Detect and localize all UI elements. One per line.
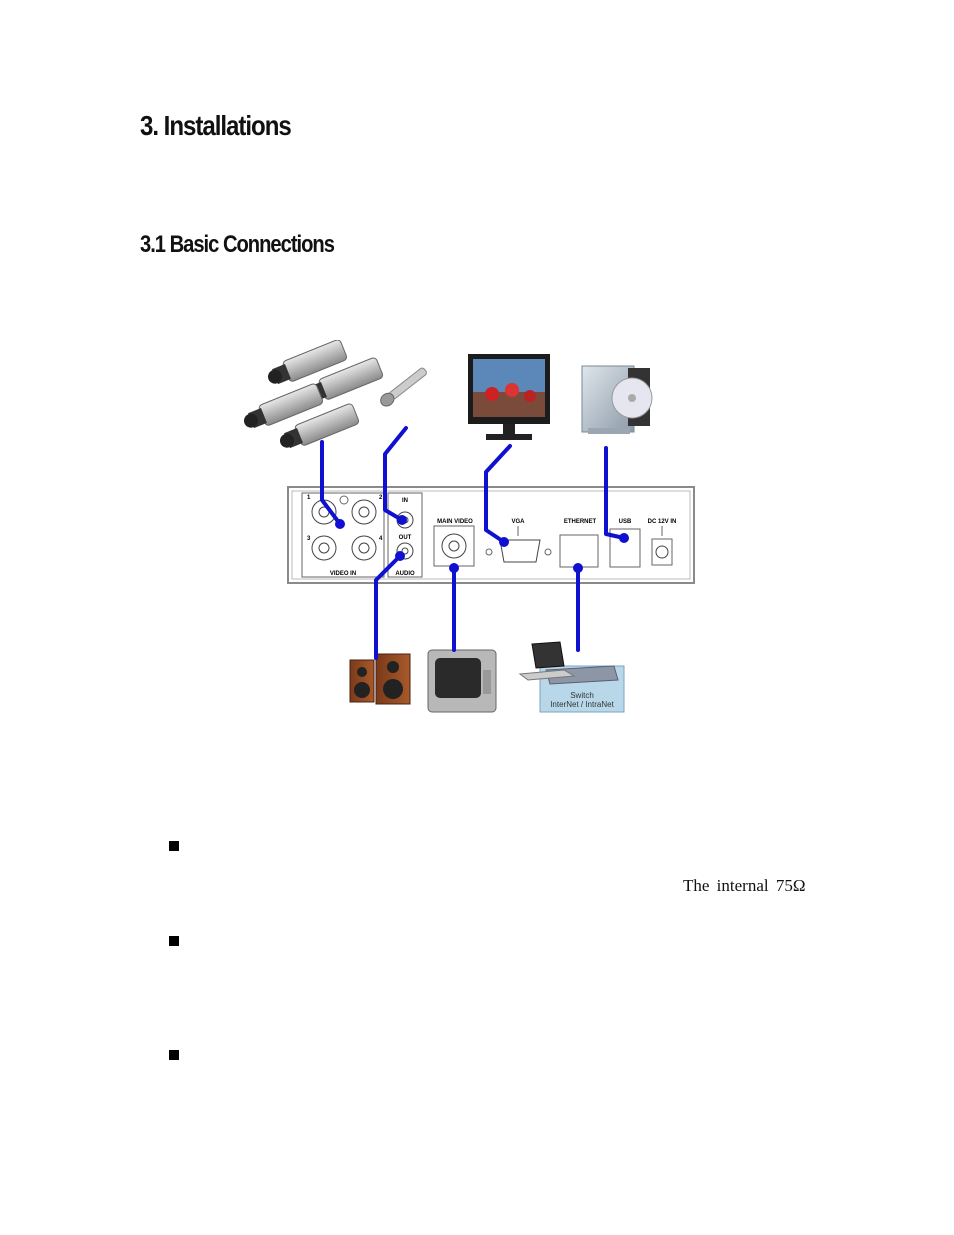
speakers-icon <box>349 653 411 705</box>
dc-in-label: DC 12V IN <box>648 519 677 525</box>
bullet-2 <box>169 936 179 946</box>
switch-label: Switch <box>570 691 594 700</box>
audio-in-label: IN <box>402 498 408 504</box>
lcd-monitor-icon <box>468 354 550 440</box>
video-in-label: VIDEO IN <box>330 571 356 577</box>
ch3-label: 3 <box>307 536 311 542</box>
audio-out-label: OUT <box>399 535 412 541</box>
ch2-label: 2 <box>379 495 383 501</box>
vga-cable <box>484 444 512 544</box>
bullet-1 <box>169 841 179 851</box>
microphone-icon <box>380 367 427 407</box>
bullet-3 <box>169 1050 179 1060</box>
vga-label: VGA <box>511 519 525 525</box>
ch4-label: 4 <box>379 536 383 542</box>
body-text-fragment: The internal 75Ω <box>683 876 806 895</box>
network-label: InterNet / IntraNet <box>550 700 614 709</box>
ch1-label: 1 <box>307 495 311 501</box>
usb-cable <box>604 446 626 540</box>
camera-icon <box>243 340 384 449</box>
audio-label: AUDIO <box>395 571 415 577</box>
subsection-heading: 3.1 Basic Connections <box>140 231 335 258</box>
crt-monitor-icon <box>427 649 497 713</box>
usb-label: USB <box>619 519 632 525</box>
cables <box>320 426 626 660</box>
cable-endpoints <box>335 515 629 573</box>
mic-cable <box>383 426 408 522</box>
main-video-label: MAIN VIDEO <box>437 519 473 525</box>
section-heading: 3. Installations <box>140 110 292 141</box>
laptop-icon <box>518 641 576 681</box>
camera-cable <box>320 440 342 526</box>
dvd-drive-icon <box>581 365 653 434</box>
audio-out-cable <box>374 554 402 660</box>
connection-diagram: 1 2 3 4 VIDEO IN IN OUT AUDIO MAIN VIDEO… <box>243 340 695 713</box>
ethernet-label: ETHERNET <box>564 519 597 525</box>
